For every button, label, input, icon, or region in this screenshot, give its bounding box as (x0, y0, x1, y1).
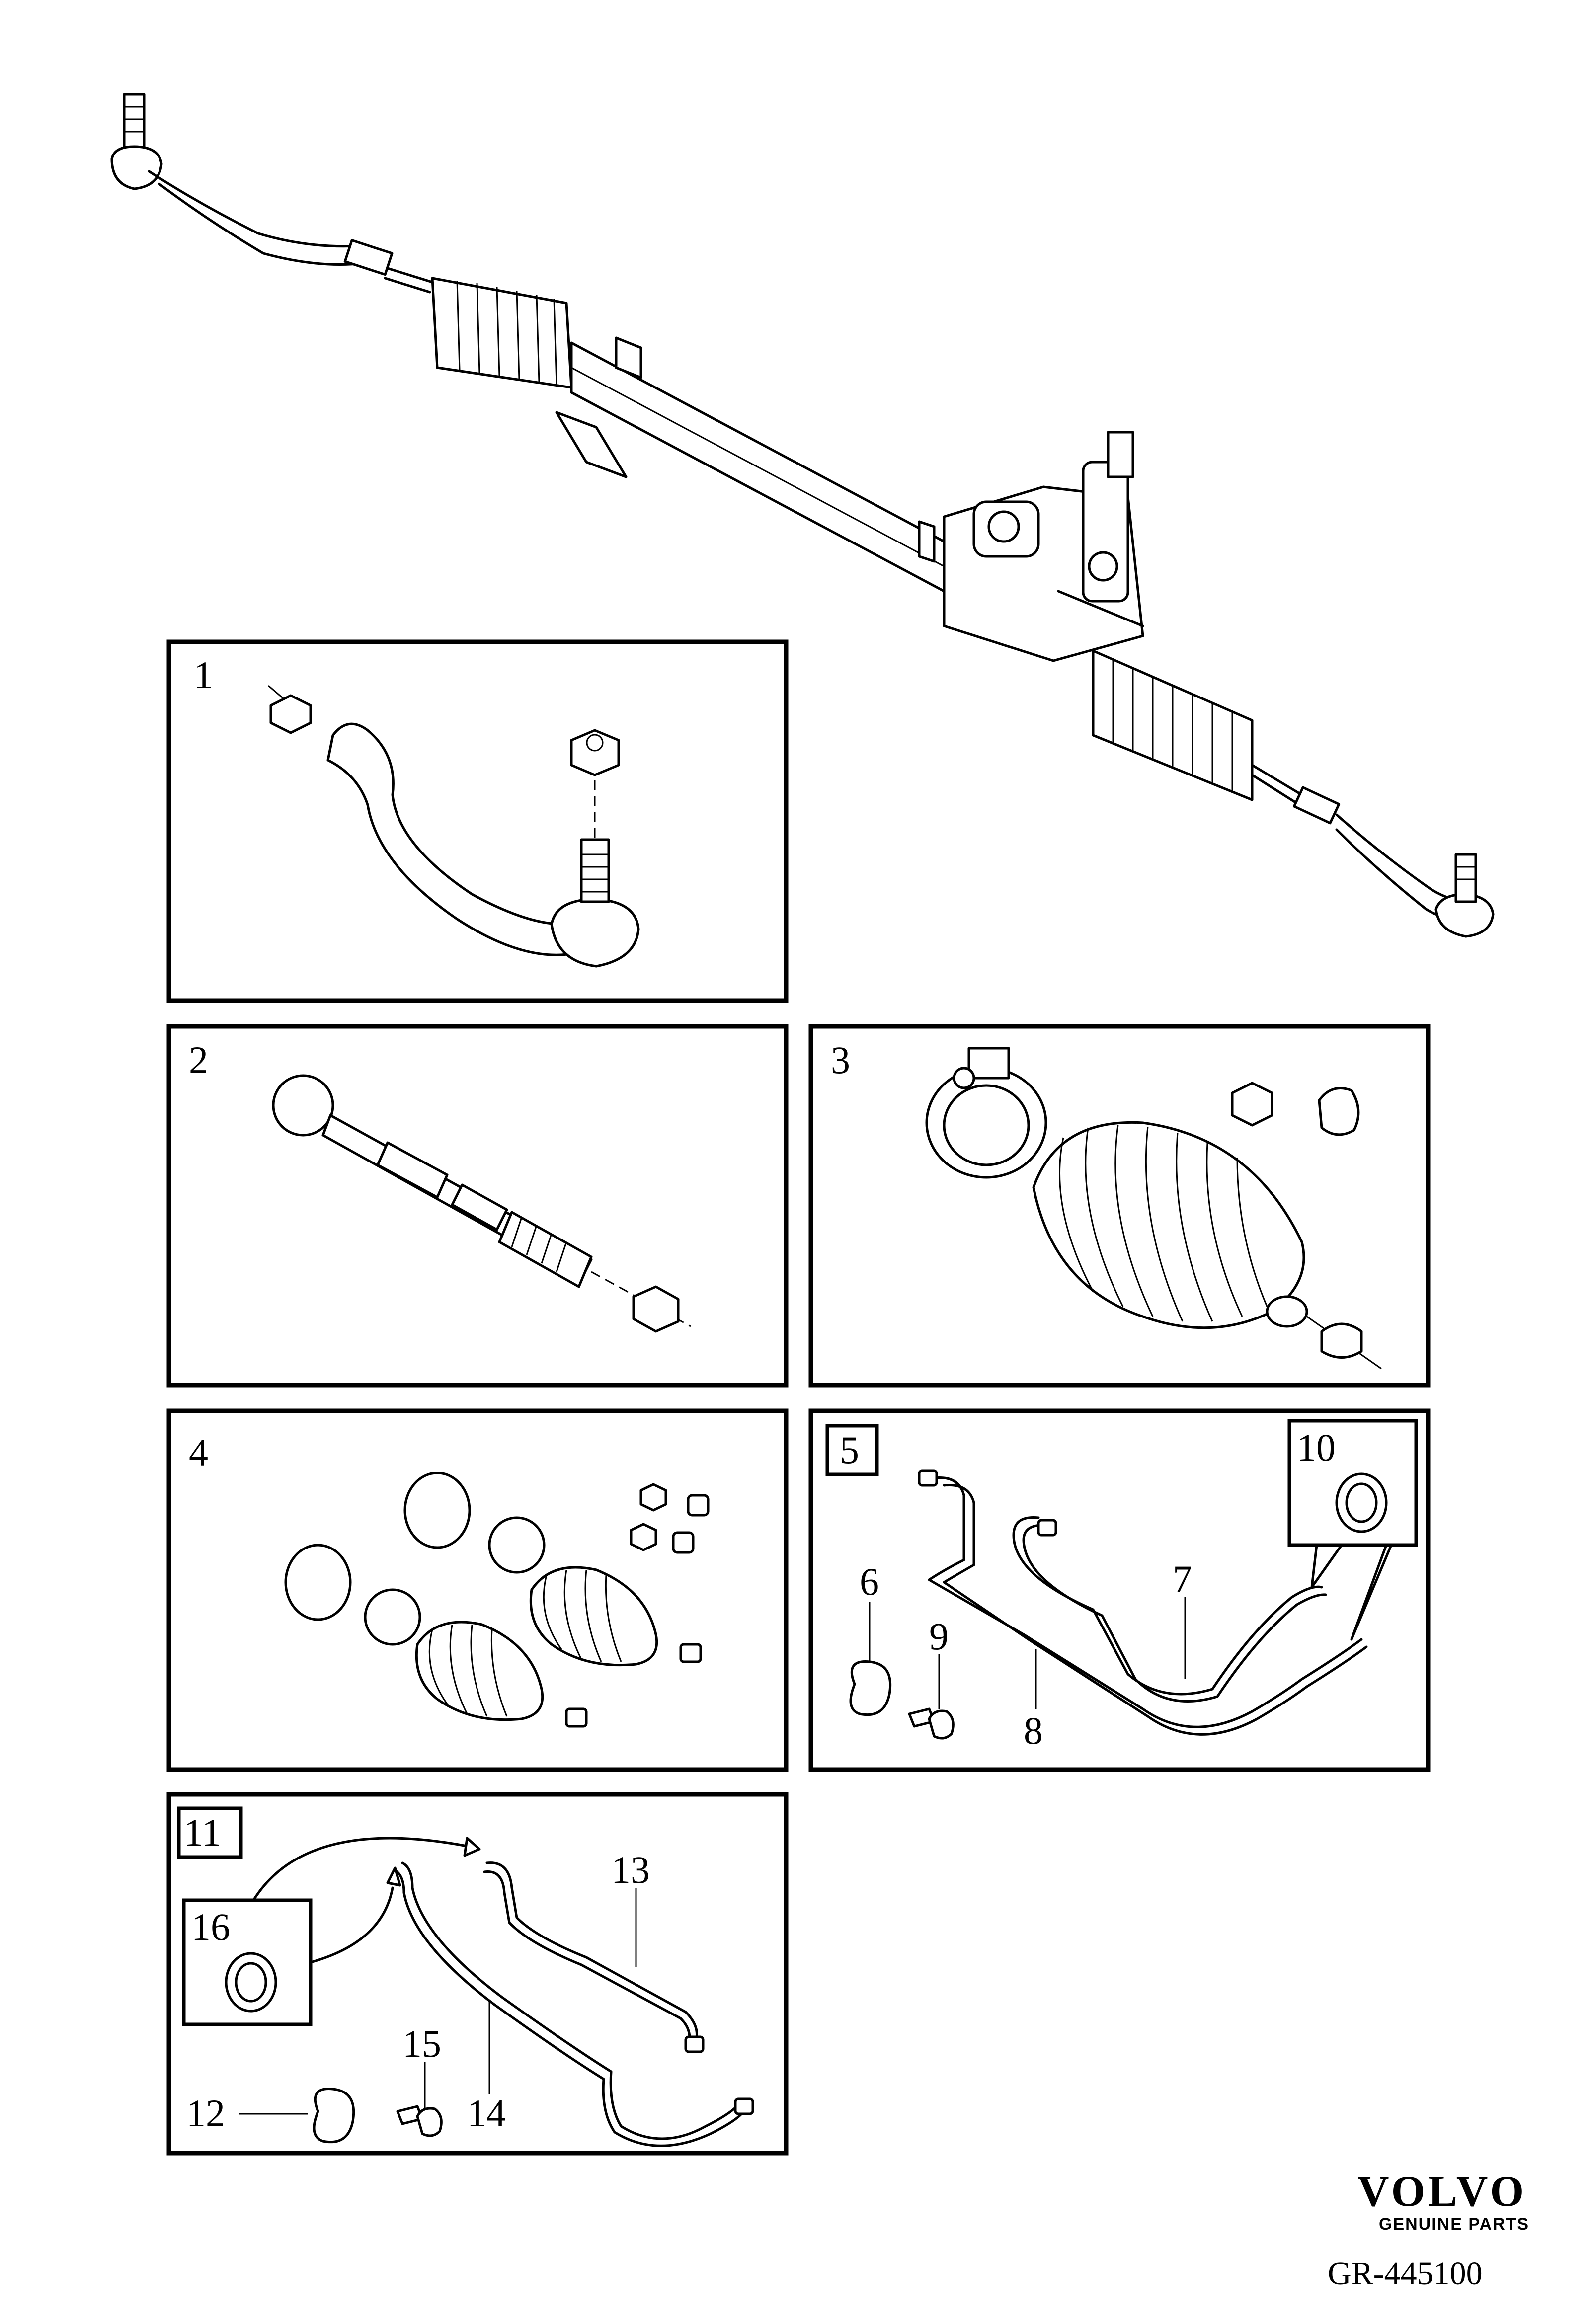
callout-7: 7 (1173, 1557, 1192, 1601)
callout-12: 12 (186, 2092, 225, 2135)
panel-2-inner-tie-rod: 2 (166, 1024, 789, 1388)
callout-15: 15 (402, 2022, 441, 2065)
panel-4-boot-repair-kit: 4 (166, 1408, 789, 1772)
callout-4: 4 (189, 1431, 208, 1474)
genuine-parts-label: GENUINE PARTS (1379, 2215, 1529, 2234)
panel-1-tie-rod-end: 1 (166, 639, 789, 1003)
callout-10: 10 (1297, 1426, 1336, 1469)
volvo-logo: VOLVO (1357, 2168, 1527, 2216)
panel-3-boot-kit: 3 (808, 1024, 1431, 1388)
callout-5: 5 (840, 1428, 859, 1472)
callout-6: 6 (860, 1560, 879, 1603)
panel-11-return-lines: 11 16 13 14 15 12 (166, 1792, 789, 2156)
panel-5-pressure-lines: 5 10 6 7 8 9 (808, 1408, 1431, 1772)
callout-14: 14 (467, 2092, 506, 2135)
callout-9: 9 (929, 1615, 949, 1658)
callout-11: 11 (184, 1811, 221, 1854)
volvo-brand-block: VOLVO GENUINE PARTS GR-445100 (1328, 2168, 1529, 2292)
callout-1: 1 (194, 653, 213, 697)
diagram-reference: GR-445100 (1328, 2255, 1483, 2292)
callout-8: 8 (1024, 1709, 1043, 1752)
callout-13: 13 (611, 1848, 650, 1891)
callout-2: 2 (189, 1038, 208, 1082)
callout-16: 16 (191, 1905, 230, 1948)
steering-rack-assembly (110, 93, 1495, 938)
callout-3: 3 (831, 1038, 850, 1082)
